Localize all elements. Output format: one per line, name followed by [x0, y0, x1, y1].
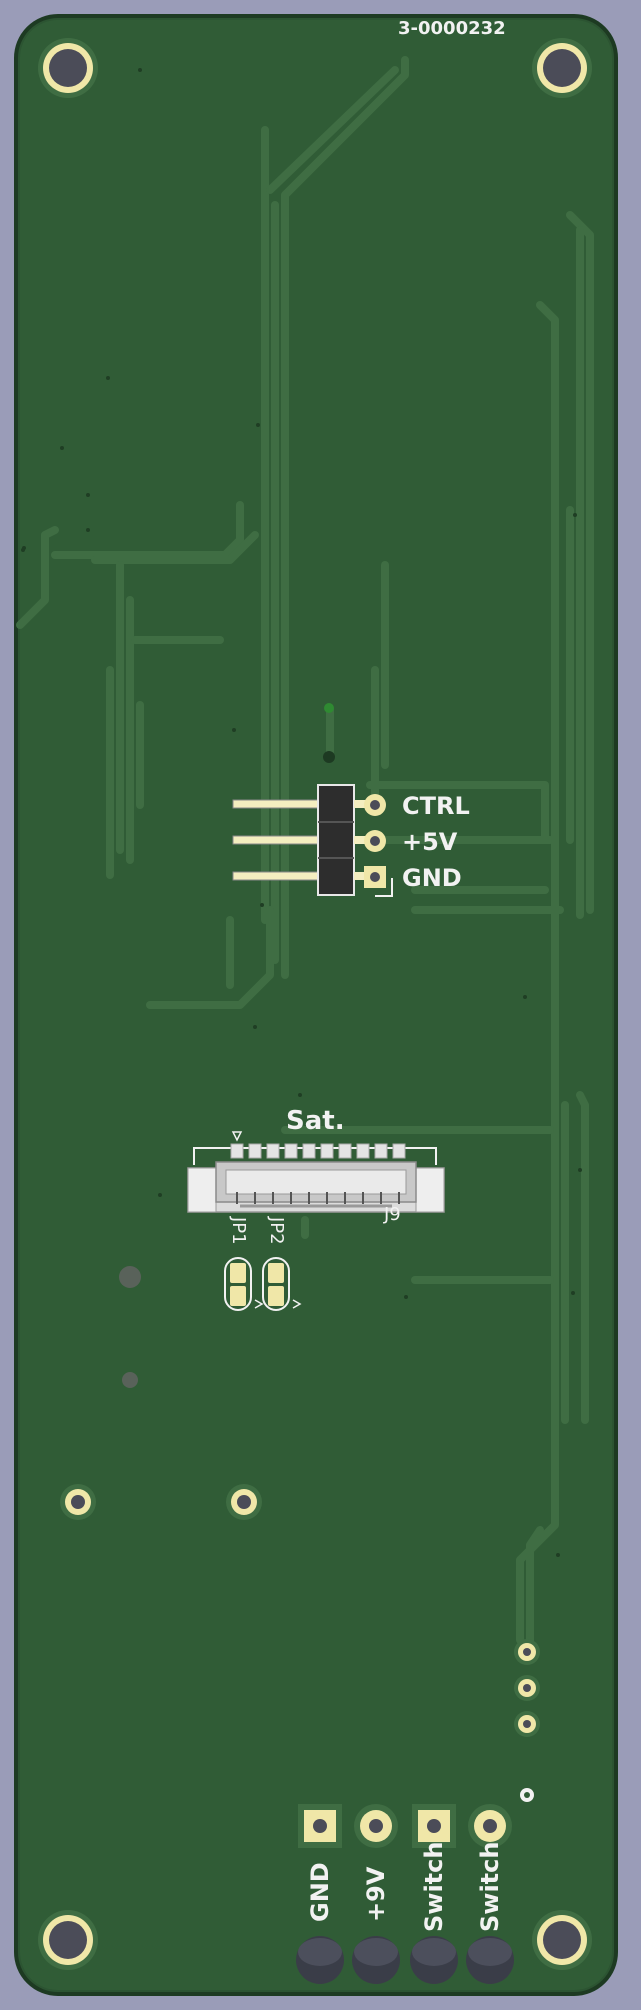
- header-pin-label-5v: +5V: [402, 828, 458, 856]
- jumper-label-jp2: JP2: [266, 1217, 287, 1245]
- terminal-label-switch-1: Switch: [420, 1841, 448, 1932]
- connector-title: Sat.: [286, 1106, 345, 1136]
- satellite-connector: [187, 1131, 445, 1213]
- header-pin-label-gnd: GND: [402, 864, 462, 892]
- copper-traces: [16, 56, 594, 1649]
- terminal-screws: [296, 1936, 514, 1984]
- header-pin-label-ctrl: CTRL: [402, 792, 470, 820]
- terminal-pads: [298, 1804, 512, 1848]
- npth-hole: [122, 1372, 138, 1388]
- mounting-holes: [38, 38, 592, 1970]
- terminal-label-switch-2: Switch: [476, 1841, 504, 1932]
- via-large: [323, 751, 335, 763]
- terminal-label-9v: +9V: [362, 1866, 390, 1922]
- jumper-label-jp1: JP1: [228, 1217, 249, 1245]
- small-pad-column: [514, 1639, 540, 1802]
- connector-ref: J9: [384, 1204, 401, 1225]
- board-surface: [20, 20, 612, 1990]
- via-green: [324, 703, 334, 713]
- test-pads: [60, 1484, 262, 1520]
- board-id-label: 3-0000232: [398, 18, 506, 39]
- solder-jumpers: [224, 1257, 302, 1311]
- vias: [21, 68, 582, 1557]
- terminal-label-gnd: GND: [306, 1862, 334, 1922]
- npth-hole: [119, 1266, 141, 1288]
- pin-header: [232, 784, 393, 897]
